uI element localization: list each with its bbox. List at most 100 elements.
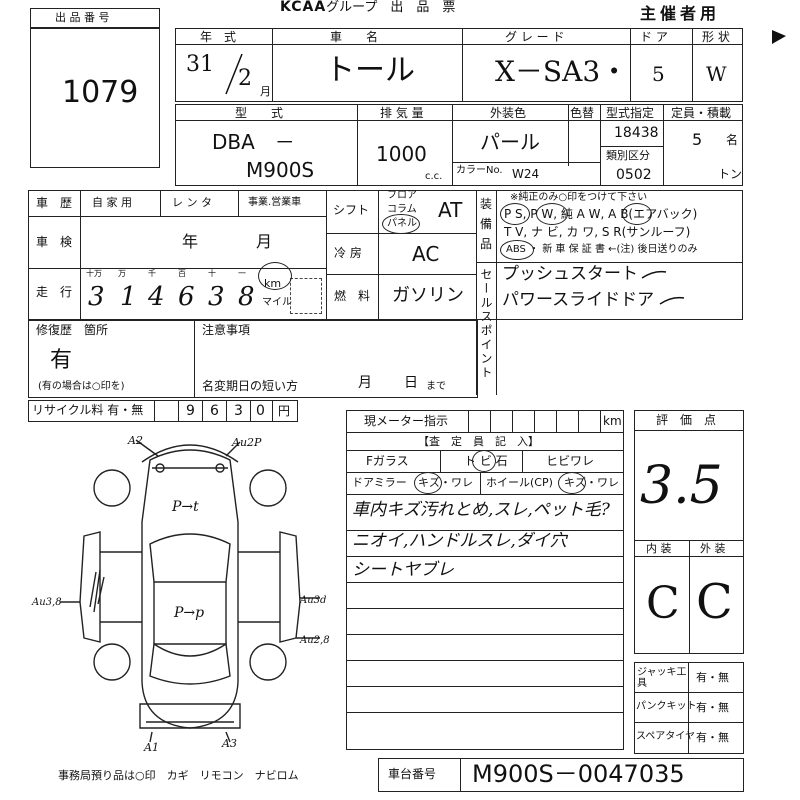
year-value: 31 [186, 52, 214, 77]
recycle-unit: 円 [278, 404, 291, 418]
inspection-year-unit: 年 [182, 232, 199, 251]
displacement-value: 1000 [376, 142, 427, 166]
shape-value: W [706, 62, 727, 86]
rating-score: 3.5 [640, 456, 723, 516]
fuel-value: ガソリン [392, 285, 464, 306]
mileage-digit: 4 [148, 282, 165, 312]
year-label: 年 式 [200, 30, 237, 44]
mileage-digit: 8 [238, 282, 255, 312]
recycle-label: リサイクル料 有・無 [32, 403, 144, 417]
organizer-label: 主催者用 [640, 4, 721, 23]
chassis-number: M900S－0047035 [472, 760, 685, 788]
mileage-label: 走 行 [36, 285, 73, 299]
recycle-digit: 3 [234, 403, 243, 419]
recycle-digit: 6 [210, 403, 219, 419]
inspection-note: シートヤブレ [352, 560, 454, 580]
diagram-label: A1 [144, 741, 159, 754]
color-no-label: カラーNo. [456, 165, 503, 176]
load-unit: トン [718, 167, 743, 181]
doors-value: 5 [652, 62, 665, 86]
spare-tire-yesno[interactable]: 有・無 [696, 731, 729, 744]
category-value: 0502 [616, 167, 652, 183]
car-diagram [60, 439, 320, 743]
digit-label: 千 [148, 269, 156, 278]
diagram-label: Au2P [232, 436, 262, 449]
digit-label: 十万 [86, 269, 102, 278]
history-business[interactable]: 事業.営業車 [248, 197, 302, 208]
exterior-label: 外 装 [700, 542, 726, 555]
history-label: 車 歴 [36, 196, 73, 210]
caution-label: 注意事項 [202, 323, 251, 337]
expiry-label: 名変期日の短い方 [202, 379, 299, 393]
expiry-month: 月 [358, 375, 372, 391]
shift-value: AT [438, 198, 463, 222]
ac-label: 冷 房 [334, 246, 362, 260]
cc-unit: c.c. [425, 171, 443, 182]
sales-point-line: プッシュスタート [502, 264, 638, 284]
inspection-note: ニオイ,ハンドルスレ,ダイ穴 [352, 531, 567, 551]
mileage-digits: 十万 万 千 百 十 一 3 1 4 6 3 8 [82, 270, 260, 318]
equipment-line1: P S, P W, 純 A W, A B(エアバック) [504, 207, 698, 221]
mirror-status[interactable]: キズ・ワレ [418, 476, 473, 489]
inspection-label: 車 検 [36, 235, 73, 249]
inspection-month-unit: 月 [256, 232, 273, 251]
model-prefix: DBA － [212, 130, 295, 154]
shift-panel-circle [382, 214, 420, 234]
diagram-label: Au2,8 [300, 635, 330, 646]
ab-circle [622, 203, 652, 225]
form-title: .グループ 出 品 票 [322, 0, 456, 15]
type-designation: 18438 [614, 125, 659, 141]
wheel-label: ホイール(CP) [486, 476, 553, 489]
chassis-label: 車台番号 [388, 767, 437, 781]
shape-label: 形 状 [702, 30, 730, 44]
equipment-line3: ABS ・ 新 車 保 証 書 ←(注) 後日送りのみ [506, 244, 698, 255]
ac-value: AC [412, 242, 440, 266]
mileage-digit: 3 [208, 282, 225, 312]
repair-value: 有 [50, 348, 73, 373]
crack-label[interactable]: ヒビワレ [546, 454, 595, 468]
wheel-scratch-circle [558, 472, 586, 494]
mileage-digit: 6 [178, 282, 195, 312]
lot-number-box [30, 8, 160, 168]
model-label: 型 式 [235, 106, 284, 120]
tobi-circle [472, 450, 496, 472]
inspection-note: 車内キズ汚れとめ,スレ,ペット毛? [352, 500, 610, 520]
car-name-label: 車 名 [330, 30, 379, 44]
interior-grade: C [646, 578, 680, 629]
equipment-note: ※純正のみ○印をつけて下さい [510, 192, 648, 203]
expiry-until: まで [426, 381, 446, 392]
pw-circle [536, 203, 568, 225]
diagram-label: A3 [222, 737, 237, 750]
inspector-header: 【査 定 員 記 入】 [418, 435, 539, 448]
door-mirror-label: ドアミラー [352, 476, 407, 489]
shift-label: シフト [333, 203, 370, 217]
shift-floor[interactable]: フロア [387, 190, 417, 201]
recycle-digit: 9 [186, 403, 195, 419]
color-no: W24 [512, 167, 540, 181]
model-value: M900S [246, 158, 315, 182]
equipment-side-label: 備 [480, 217, 493, 231]
lot-number: 1079 [62, 75, 139, 110]
grade-value: X－SA3・ [495, 55, 629, 88]
history-rental[interactable]: レ ン タ [172, 196, 212, 209]
shift-column[interactable]: コラム [387, 204, 417, 215]
capacity-label: 定員・積載 [671, 106, 732, 120]
jack-yesno[interactable]: 有・無 [696, 671, 729, 684]
lot-number-label: 出 品 番 号 [55, 11, 110, 24]
diagram-label: P→p [174, 605, 205, 621]
sales-point-line: パワースライドドア [502, 290, 655, 310]
rating-label: 評 価 点 [656, 413, 717, 427]
f-glass-label: Fガラス [366, 454, 409, 468]
color-value: パール [480, 130, 540, 154]
mileage-digit: 1 [120, 282, 137, 312]
mileage-digit: 3 [88, 282, 105, 312]
puncture-kit-yesno[interactable]: 有・無 [696, 701, 729, 714]
meter-label: 現メーター指示 [364, 414, 449, 428]
wheel-status[interactable]: キズ・ワレ [564, 476, 619, 489]
chassis-box [378, 758, 744, 792]
history-private[interactable]: 自 家 用 [92, 196, 132, 209]
grade-label: グ レ ー ド [505, 30, 565, 44]
office-note: 事務局預り品は○印 カギ リモコン ナビロム [58, 769, 299, 782]
type-designation-label: 型式指定 [606, 106, 655, 120]
recycle-digit: 0 [256, 403, 265, 419]
